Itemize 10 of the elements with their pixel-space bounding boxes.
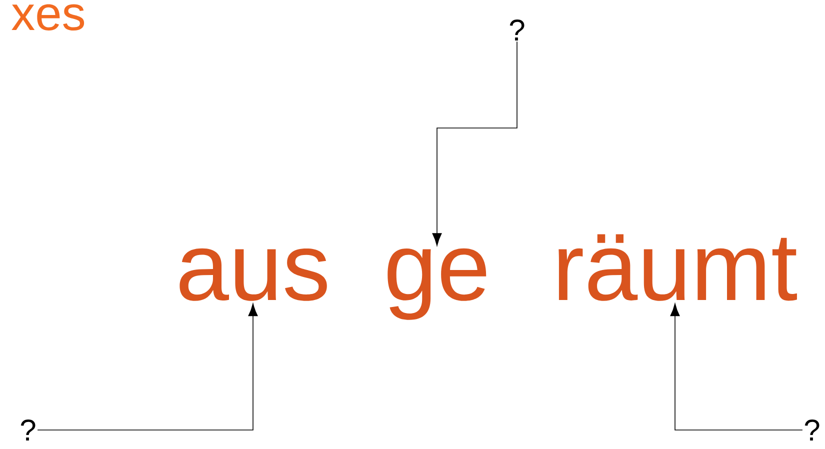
leader-arrow <box>432 41 518 246</box>
question-mark: ? <box>20 420 36 440</box>
word-part: aus <box>180 248 327 301</box>
leader-arrow <box>670 303 803 430</box>
leader-arrow <box>37 303 258 430</box>
word-part: ge <box>388 248 486 320</box>
word-part: räumt <box>558 234 797 301</box>
question-mark: ? <box>510 20 524 40</box>
question-mark: ? <box>804 420 820 440</box>
partial-word: xes <box>12 4 84 30</box>
